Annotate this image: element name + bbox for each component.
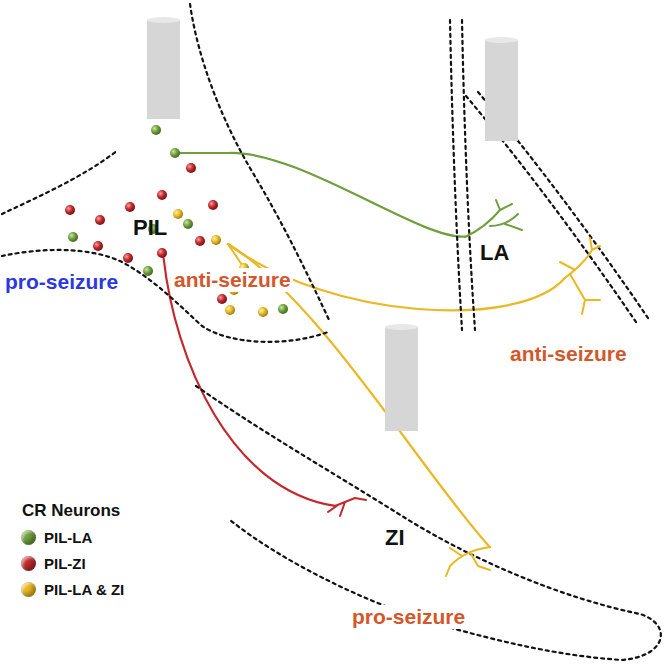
optic-fiber bbox=[147, 17, 518, 431]
region-outline bbox=[2, 4, 661, 660]
light-cone-shape bbox=[115, 118, 228, 258]
light-cone: PIL bbox=[115, 118, 228, 258]
axon-projection bbox=[228, 153, 465, 237]
legend-title: CR Neurons bbox=[20, 501, 122, 521]
light-cone-shape bbox=[335, 430, 490, 568]
effect-label: pro-seizure bbox=[350, 605, 467, 629]
light-cone: LA bbox=[465, 140, 598, 278]
legend-text: PIL-LA & ZI bbox=[44, 581, 124, 598]
legend-swatch bbox=[21, 582, 36, 597]
region-name: LA bbox=[480, 240, 509, 265]
light-cone: ZI bbox=[335, 430, 490, 568]
effect-label: pro-seizure bbox=[3, 270, 120, 294]
legend-swatch bbox=[21, 530, 36, 545]
axon-projection bbox=[164, 258, 335, 506]
effect-label: anti-seizure bbox=[172, 268, 293, 292]
region-name: ZI bbox=[385, 525, 405, 550]
effect-label: anti-seizure bbox=[508, 342, 629, 366]
legend-text: PIL-ZI bbox=[44, 555, 86, 572]
legend-text: PIL-LA bbox=[44, 529, 92, 546]
legend-swatch bbox=[21, 556, 36, 571]
region-name: PIL bbox=[133, 215, 167, 240]
